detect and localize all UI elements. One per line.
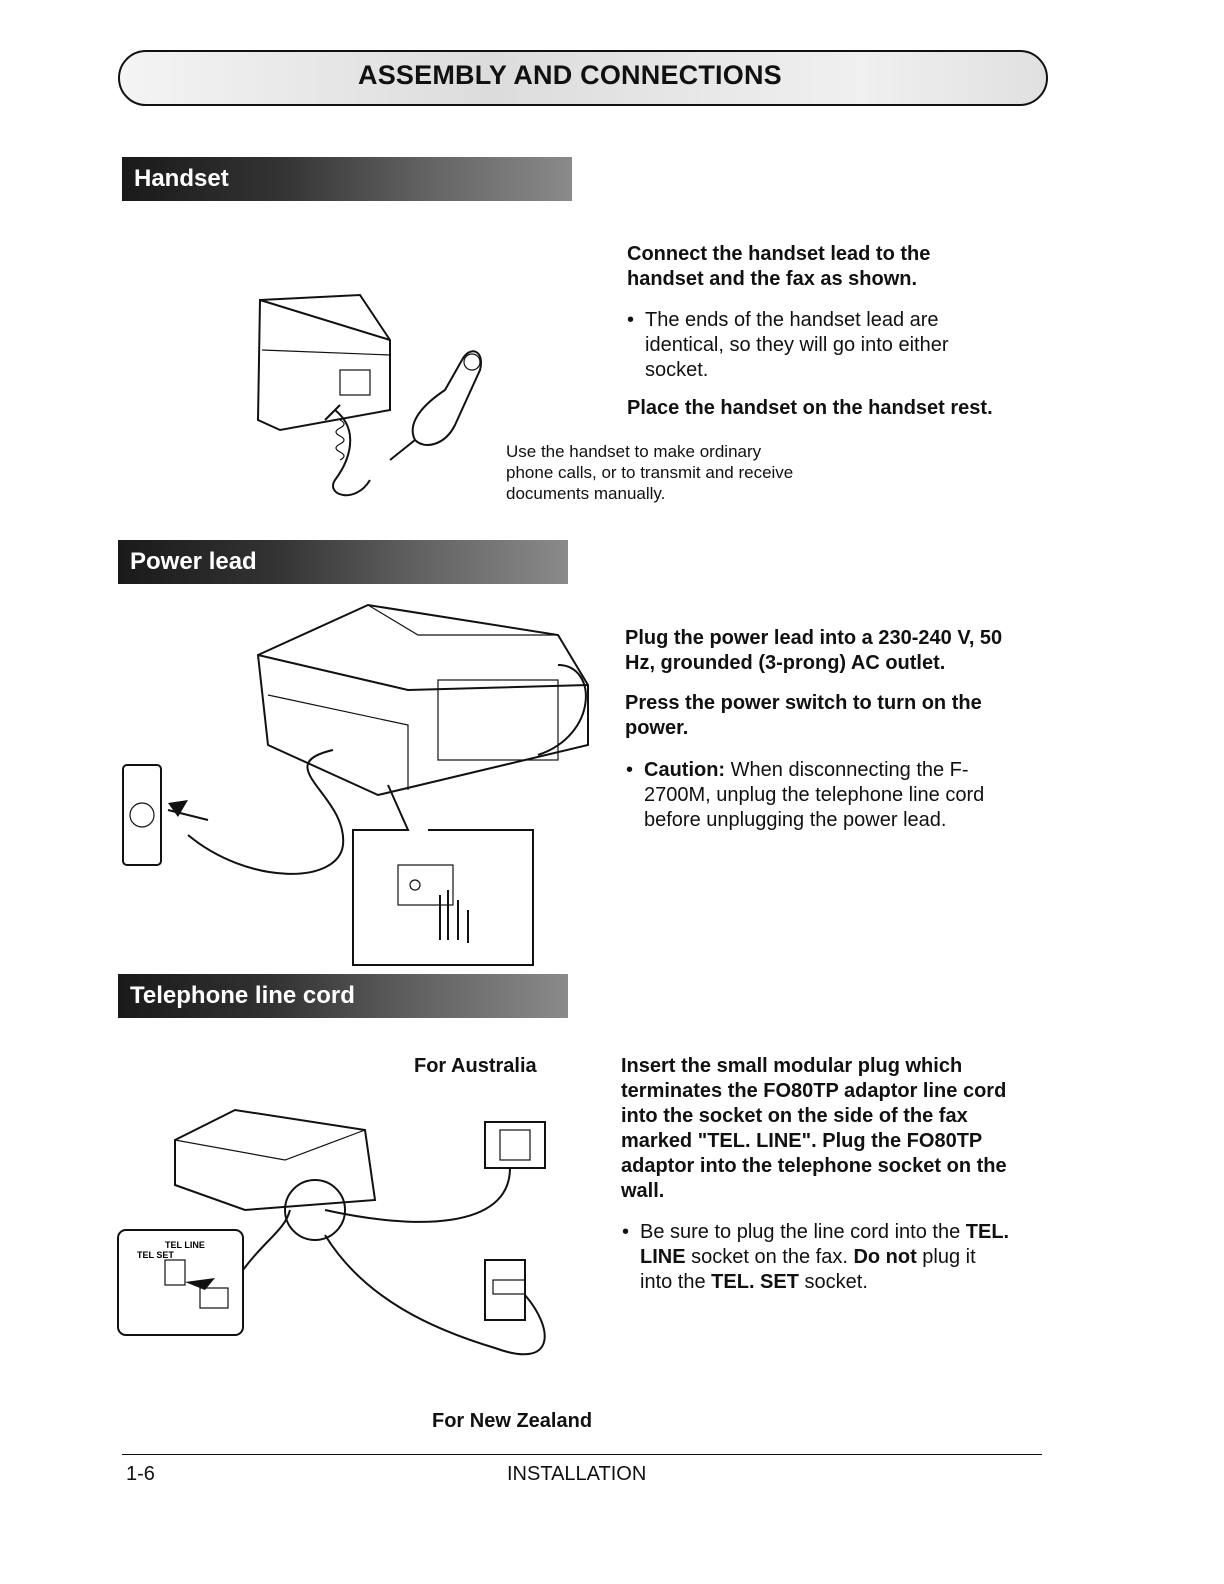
power-instruction-1: Plug the power lead into a 230-240 V, 50…	[625, 627, 1003, 674]
telephone-bullet-1: • Be sure to plug the line cord into the…	[622, 1220, 1010, 1295]
bullet-text-3: plug it into the	[640, 1246, 976, 1293]
page-title: ASSEMBLY AND CONNECTIONS	[358, 60, 782, 90]
handset-instruction-2: Place the handset on the handset rest.	[627, 397, 993, 419]
section-heading-power: Power lead	[118, 540, 568, 584]
section-heading-label: Power lead	[130, 548, 257, 575]
footer-divider	[122, 1454, 1042, 1455]
inset-label-tel-set: TEL SET	[137, 1250, 174, 1260]
power-caution: • Caution: When disconnecting the F-2700…	[626, 758, 1024, 833]
handset-bullet-text: The ends of the handset lead are identic…	[645, 309, 949, 381]
section-heading-telephone: Telephone line cord	[118, 974, 568, 1018]
bullet-glyph: •	[626, 759, 634, 781]
label-for-australia: For Australia	[414, 1055, 537, 1077]
bullet-text-1: Be sure to plug the line cord into the	[640, 1221, 966, 1243]
section-heading-label: Telephone line cord	[130, 982, 355, 1009]
telephone-instruction-1: Insert the small modular plug which term…	[621, 1055, 1007, 1202]
caution-label: Caution:	[644, 759, 726, 781]
handset-caption: Use the handset to make ordinary phone c…	[506, 442, 794, 503]
handset-illustration	[256, 293, 482, 497]
bullet-text-2: socket on the fax.	[685, 1246, 854, 1268]
bullet-bold-tel-line: TEL. LINE	[640, 1221, 1010, 1268]
handset-instruction-1: Connect the handset lead to the handset …	[627, 243, 931, 290]
section-heading-handset: Handset	[122, 157, 572, 201]
page-number: 1-6	[126, 1463, 155, 1485]
handset-bullet-1: • The ends of the handset lead are ident…	[627, 308, 1005, 383]
bullet-bold-tel-set: TEL. SET	[711, 1271, 799, 1293]
bullet-glyph: •	[622, 1221, 630, 1243]
bullet-glyph: •	[627, 309, 635, 331]
caution-text: When disconnecting the F-2700M, unplug t…	[644, 759, 985, 831]
inset-label-tel-line: TEL LINE	[165, 1240, 205, 1250]
title-banner	[118, 50, 1048, 106]
bullet-bold-do-not: Do not	[853, 1246, 917, 1268]
bullet-text-4: socket.	[798, 1271, 868, 1293]
section-heading-label: Handset	[134, 165, 229, 192]
power-illustration	[122, 603, 589, 966]
footer-section-label: INSTALLATION	[507, 1463, 647, 1485]
power-instruction-2: Press the power switch to turn on the po…	[625, 692, 982, 739]
telephone-illustration: TEL SET TEL LINE	[117, 1108, 546, 1356]
label-for-new-zealand: For New Zealand	[432, 1410, 593, 1432]
